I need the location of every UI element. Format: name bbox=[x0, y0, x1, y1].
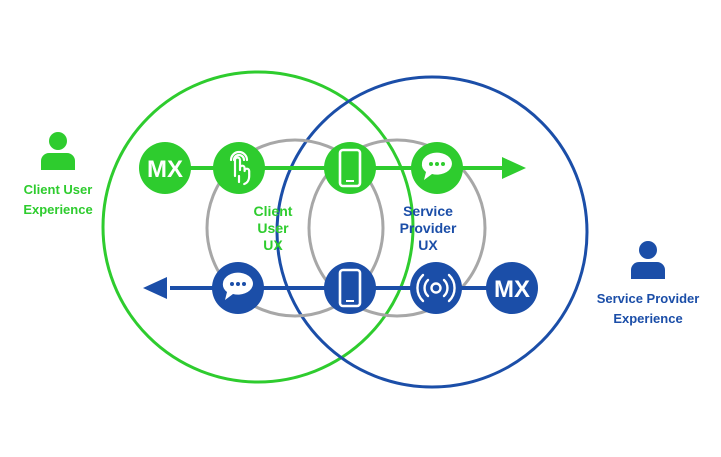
smartphone-icon bbox=[338, 148, 362, 188]
mx-badge-text: MX bbox=[147, 156, 183, 183]
svg-text:Client: Client bbox=[254, 203, 293, 219]
bottom-node-chat bbox=[212, 262, 264, 314]
client-user-experience-label: Client User Experience bbox=[23, 182, 92, 217]
bottom-node-phone bbox=[324, 262, 376, 314]
client-ux-circle bbox=[205, 138, 385, 318]
svg-text:UX: UX bbox=[418, 237, 438, 253]
bottom-node-broadcast bbox=[410, 262, 462, 314]
svg-text:Service: Service bbox=[403, 203, 453, 219]
svg-text:Experience: Experience bbox=[613, 311, 682, 326]
bottom-node-mx: MX bbox=[486, 262, 538, 314]
svg-text:UX: UX bbox=[263, 237, 283, 253]
top-flow-arrowhead bbox=[502, 157, 526, 179]
top-node-chat bbox=[411, 142, 463, 194]
provider-ux-circle bbox=[307, 138, 487, 318]
provider-experience-circle bbox=[275, 75, 589, 389]
smartphone-icon bbox=[338, 268, 362, 308]
mx-badge-text: MX bbox=[494, 276, 530, 303]
chat-bubble-icon bbox=[421, 152, 452, 180]
touch-hand-icon bbox=[229, 150, 251, 186]
svg-text:Experience: Experience bbox=[23, 202, 92, 217]
svg-text:Provider: Provider bbox=[400, 220, 457, 236]
service-provider-person-icon bbox=[631, 241, 665, 279]
client-ux-label: Client User UX bbox=[254, 203, 293, 253]
service-provider-experience-label: Service Provider Experience bbox=[597, 291, 700, 326]
client-user-person-icon bbox=[41, 132, 75, 170]
svg-text:Client User: Client User bbox=[24, 182, 93, 197]
svg-text:User: User bbox=[257, 220, 289, 236]
top-node-mx: MX bbox=[139, 142, 191, 194]
top-node-phone bbox=[324, 142, 376, 194]
top-node-touch bbox=[213, 142, 265, 194]
svg-text:Service Provider: Service Provider bbox=[597, 291, 700, 306]
provider-ux-label: Service Provider UX bbox=[400, 203, 457, 253]
bottom-flow-arrowhead bbox=[143, 277, 167, 299]
broadcast-signal-icon bbox=[416, 273, 456, 303]
client-experience-circle bbox=[101, 70, 415, 384]
chat-bubble-icon bbox=[222, 272, 253, 300]
